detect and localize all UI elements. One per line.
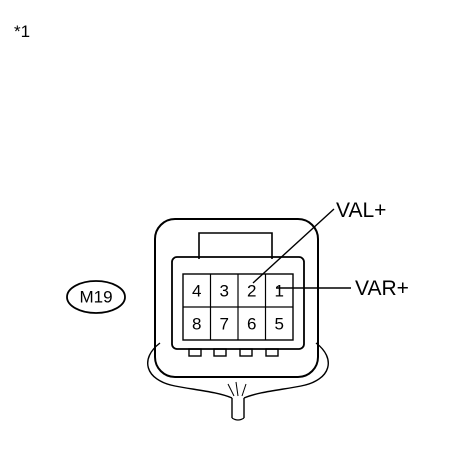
figure-reference: *1	[14, 22, 30, 41]
pin-number: 3	[220, 282, 229, 301]
pin-number: 7	[220, 315, 229, 334]
terminal-nub	[188, 348, 202, 357]
pin-number: 1	[275, 282, 284, 301]
harness-wire-strands	[227, 381, 247, 397]
wire-harness	[147, 342, 329, 421]
pin-number: 6	[247, 315, 256, 334]
harness-wire	[243, 342, 329, 399]
harness-trunk	[231, 398, 245, 418]
connector-code: M19	[79, 288, 112, 307]
connector-body	[171, 256, 305, 350]
terminal-nub	[265, 348, 279, 357]
pin-number: 2	[247, 282, 256, 301]
pin-number: 8	[192, 315, 201, 334]
harness-wire	[147, 342, 233, 399]
terminal-nub	[213, 348, 227, 357]
harness-trunk-end	[231, 417, 245, 421]
callout-var-plus: VAR+	[355, 277, 409, 300]
leader-line-val-plus	[252, 208, 335, 284]
connector-code-badge	[66, 280, 126, 314]
locking-tab	[198, 232, 273, 259]
callout-val-plus: VAL+	[336, 199, 386, 222]
terminal-nubs	[188, 348, 279, 357]
terminal-nub	[239, 348, 253, 357]
pin-number: 4	[192, 282, 201, 301]
pin-number: 5	[275, 315, 284, 334]
pin-grid: 4 3 2 1 8 7 6 5	[182, 273, 294, 341]
connector-housing	[154, 218, 319, 378]
